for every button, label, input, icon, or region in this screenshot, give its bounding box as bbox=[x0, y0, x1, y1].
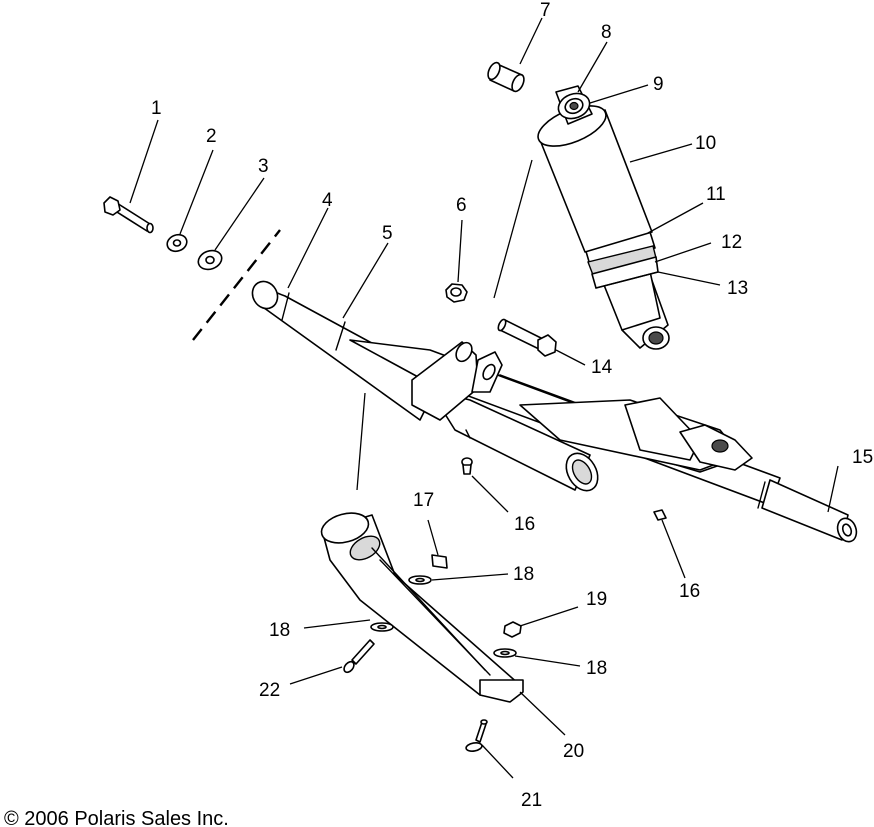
copyright-notice: © 2006 Polaris Sales Inc. bbox=[4, 808, 229, 827]
part-link-20 bbox=[320, 512, 524, 703]
callout-21: 21 bbox=[521, 790, 542, 811]
callout-7: 7 bbox=[540, 0, 551, 21]
part-cross-tube bbox=[349, 339, 753, 492]
callout-6: 6 bbox=[456, 195, 467, 216]
callout-16-upper: 16 bbox=[514, 514, 535, 535]
callout-4: 4 bbox=[322, 190, 333, 211]
callout-9: 9 bbox=[653, 74, 664, 95]
callout-11: 11 bbox=[706, 184, 726, 205]
part-plug-17 bbox=[431, 554, 448, 569]
leader-lines bbox=[129, 17, 839, 779]
callout-labels: 1 2 3 4 5 6 7 8 9 10 11 12 13 14 15 16 1… bbox=[151, 0, 873, 811]
part-sleeve-7 bbox=[487, 61, 525, 93]
part-washer-18b bbox=[370, 622, 394, 632]
part-shock-absorber bbox=[537, 85, 670, 350]
callout-16-lower: 16 bbox=[679, 581, 700, 602]
callout-20: 20 bbox=[563, 741, 584, 762]
callout-10: 10 bbox=[695, 133, 716, 154]
part-bolt-14 bbox=[497, 318, 557, 357]
callout-18-right: 18 bbox=[586, 658, 607, 679]
callout-13: 13 bbox=[727, 278, 748, 299]
callout-14: 14 bbox=[591, 357, 613, 378]
part-bolt-22 bbox=[343, 639, 375, 674]
callout-2: 2 bbox=[206, 126, 217, 147]
callout-18-upper: 18 bbox=[513, 564, 534, 585]
callout-5: 5 bbox=[382, 223, 393, 244]
callout-1: 1 bbox=[151, 98, 162, 119]
callout-3: 3 bbox=[258, 156, 269, 177]
callout-8: 8 bbox=[601, 22, 612, 43]
part-grease-fitting-16b bbox=[653, 509, 667, 521]
part-nut-19 bbox=[503, 621, 522, 638]
callout-12: 12 bbox=[721, 232, 742, 253]
part-bolt-21 bbox=[465, 719, 488, 752]
part-washer-2 bbox=[166, 233, 188, 253]
part-grease-fitting-16a bbox=[461, 457, 473, 475]
part-washer-18a bbox=[408, 575, 432, 585]
dashed-centerline bbox=[192, 229, 281, 341]
part-washer-18c bbox=[493, 648, 517, 658]
callout-17: 17 bbox=[413, 490, 434, 511]
callout-22: 22 bbox=[259, 680, 280, 701]
part-bolt-1 bbox=[103, 196, 154, 234]
part-washer-3 bbox=[197, 249, 223, 271]
callout-19: 19 bbox=[586, 589, 607, 610]
callout-15: 15 bbox=[852, 447, 873, 468]
part-nut-6 bbox=[445, 283, 468, 303]
callout-18-left: 18 bbox=[269, 620, 290, 641]
